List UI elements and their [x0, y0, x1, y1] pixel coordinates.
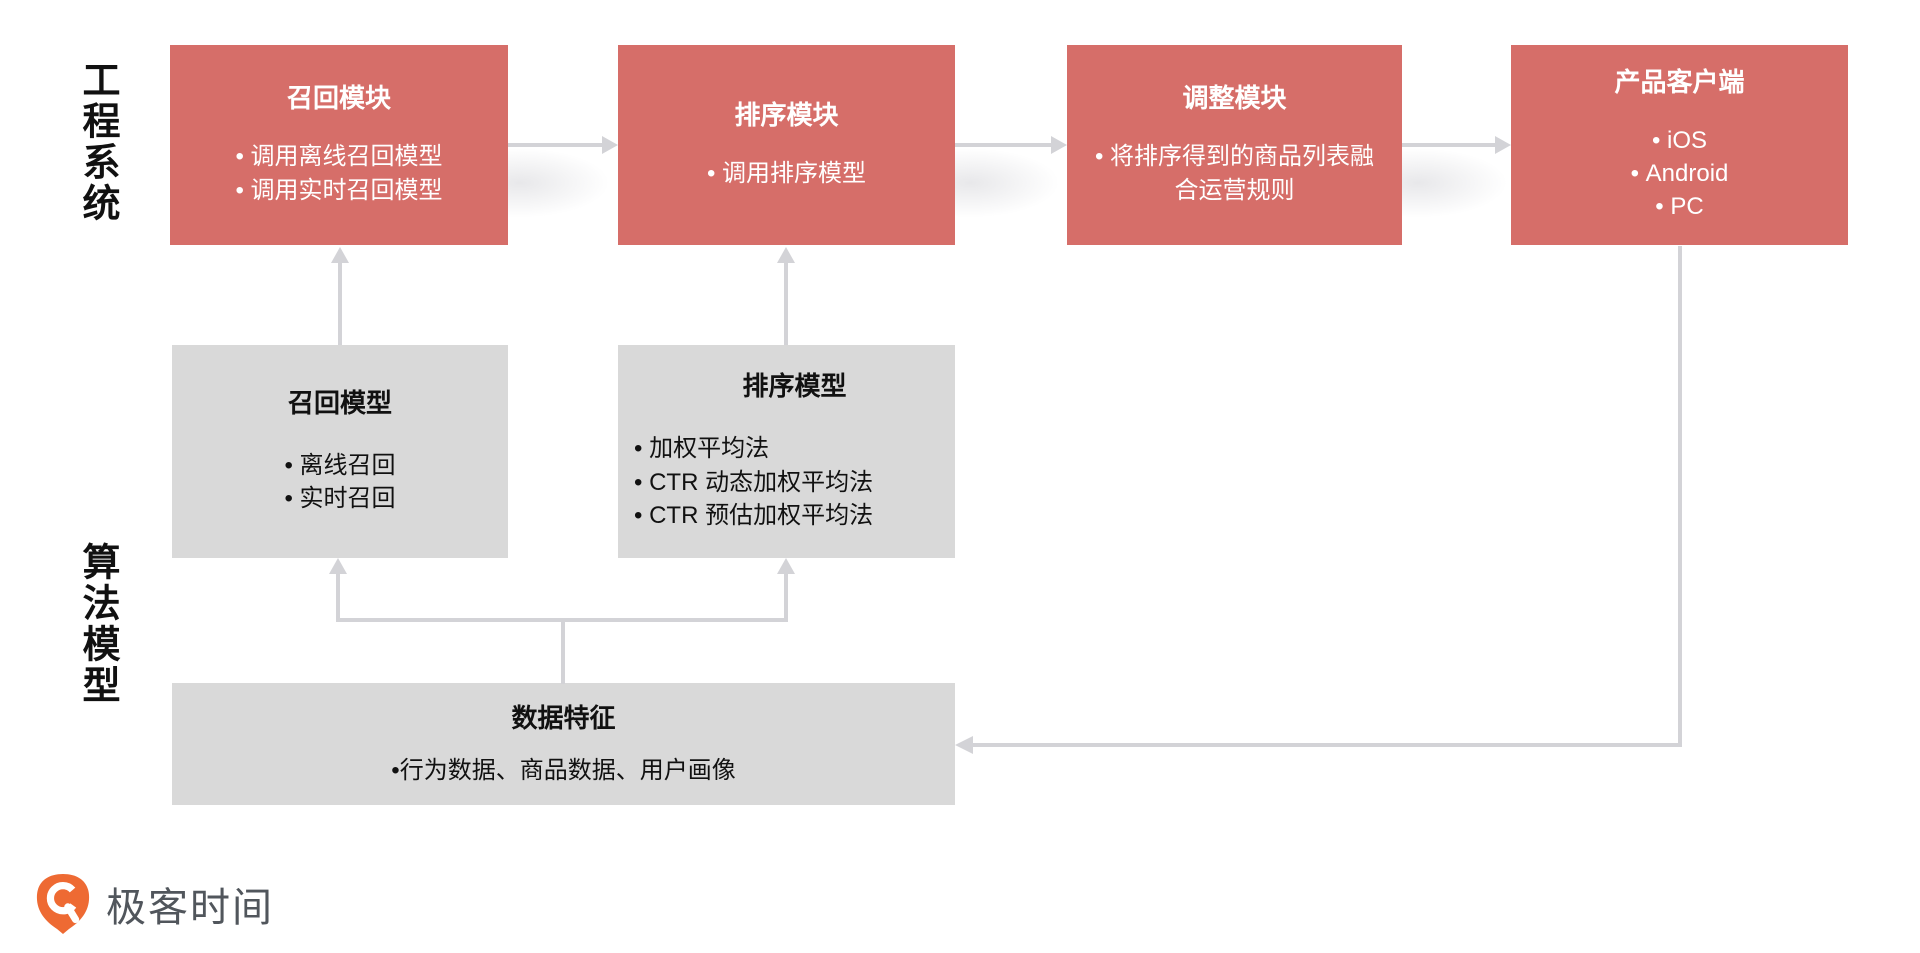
arrow-client-to-data — [955, 246, 1682, 754]
bullet-item: 加权平均法 — [634, 432, 873, 465]
geektime-logo-icon — [36, 874, 90, 934]
bullet-item: Android — [1631, 157, 1729, 190]
bullet-item: CTR 预估加权平均法 — [634, 499, 873, 532]
recall-model-bullets: 离线召回 实时召回 — [284, 449, 396, 515]
label-engineering-system: 工程系统 — [76, 60, 118, 224]
geektime-logo: 极客时间 — [34, 872, 274, 936]
bullet-item: PC — [1631, 190, 1729, 223]
data-features-title: 数据特征 — [511, 702, 616, 733]
adjust-module-title: 调整模块 — [1182, 83, 1287, 114]
arrow-data-to-models — [329, 558, 795, 684]
ranking-model-bullets: 加权平均法 CTR 动态加权平均法 CTR 预估加权平均法 — [634, 432, 873, 531]
label-algorithm-model: 算法模型 — [76, 542, 118, 706]
recall-module-title: 召回模块 — [286, 83, 391, 114]
product-client-bullets: iOS Android PC — [1631, 124, 1729, 223]
recall-module-bullets: 调用离线召回模型 调用实时召回模型 — [235, 140, 443, 207]
ranking-module-title: 排序模块 — [734, 99, 839, 130]
product-client-title: 产品客户端 — [1614, 66, 1745, 97]
bullet-item: 调用实时召回模型 — [235, 174, 443, 207]
recall-model-box: 召回模型 离线召回 实时召回 — [172, 345, 508, 558]
bullet-item: 调用离线召回模型 — [235, 140, 443, 173]
bullet-item: iOS — [1631, 124, 1729, 157]
adjust-module-box: 调整模块 将排序得到的商品列表融合运营规则 — [1067, 45, 1402, 245]
ranking-module-box: 排序模块 调用排序模型 — [618, 45, 955, 245]
bullet-item: 离线召回 — [284, 449, 396, 482]
recall-module-box: 召回模块 调用离线召回模型 调用实时召回模型 — [170, 45, 508, 245]
ranking-model-box: 排序模型 加权平均法 CTR 动态加权平均法 CTR 预估加权平均法 — [618, 345, 955, 558]
recall-model-title: 召回模型 — [287, 387, 392, 418]
adjust-module-bullets: 将排序得到的商品列表融合运营规则 — [1085, 140, 1385, 206]
data-features-content: •行为数据、商品数据、用户画像 — [391, 757, 736, 785]
data-features-box: 数据特征 •行为数据、商品数据、用户画像 — [172, 683, 955, 805]
bullet-item: CTR 动态加权平均法 — [634, 466, 873, 499]
geektime-logo-text: 极客时间 — [106, 886, 274, 930]
bullet-item: 实时召回 — [284, 482, 396, 515]
product-client-box: 产品客户端 iOS Android PC — [1511, 45, 1848, 245]
ranking-model-title: 排序模型 — [742, 371, 847, 402]
arrow-ranking-model-to-module — [777, 247, 795, 345]
ranking-module-bullets: 调用排序模型 — [707, 157, 866, 190]
bullet-item: 调用排序模型 — [707, 157, 866, 190]
arrow-recall-model-to-module — [331, 247, 349, 345]
bullet-item: 将排序得到的商品列表融合运营规则 — [1085, 140, 1385, 206]
